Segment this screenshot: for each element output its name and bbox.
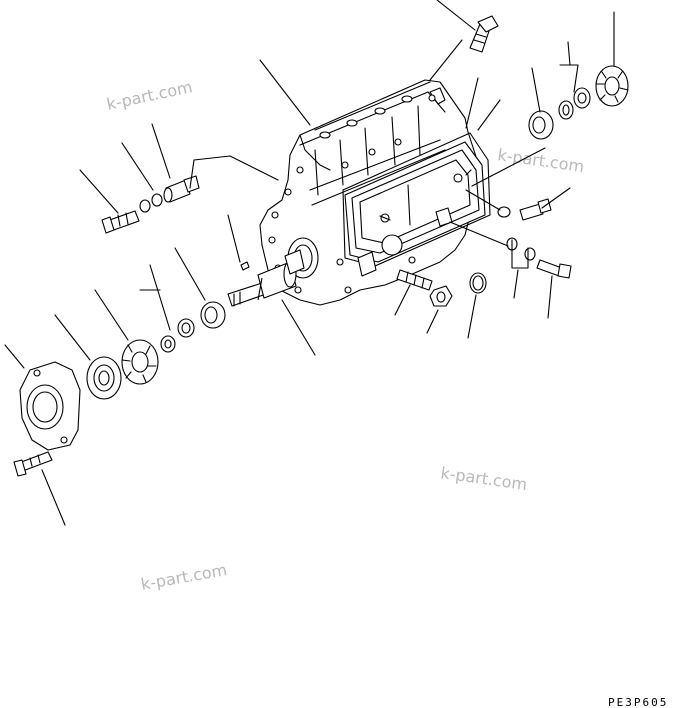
housing-lower-details	[357, 207, 453, 277]
side-washer-lower-2	[524, 247, 536, 261]
side-bolt-lower	[536, 259, 572, 279]
bearing	[86, 356, 122, 400]
connector-bolt	[101, 210, 140, 234]
connector-fitting	[163, 175, 200, 203]
watermark: k-part.com	[105, 77, 194, 114]
stud	[396, 269, 433, 291]
connector-washer	[139, 199, 151, 213]
bearing-cap	[595, 65, 629, 107]
leader-lines	[4, 0, 615, 526]
drawing-code: PE3P605	[608, 696, 668, 708]
side-cover	[344, 141, 486, 263]
shaft-key	[240, 261, 250, 271]
nut	[429, 285, 453, 307]
ring-washer-2	[558, 100, 574, 120]
connector-washer-2	[151, 193, 163, 207]
side-bolt-upper	[519, 198, 552, 221]
coupling	[121, 339, 159, 385]
gasket	[342, 132, 491, 267]
ring-bushing	[528, 110, 554, 140]
flange-housing	[19, 361, 81, 451]
o-ring	[469, 272, 487, 294]
top-plug	[469, 15, 499, 53]
drive-shaft	[227, 249, 305, 307]
side-washer-upper	[497, 206, 511, 218]
watermark: k-part.com	[439, 463, 528, 494]
shaft-washer	[177, 318, 195, 338]
watermark: k-part.com	[139, 560, 228, 594]
shaft-washer-small	[160, 335, 176, 353]
ring-washer	[573, 87, 591, 109]
flange-bolt	[13, 451, 53, 477]
shaft-collar	[200, 301, 226, 329]
